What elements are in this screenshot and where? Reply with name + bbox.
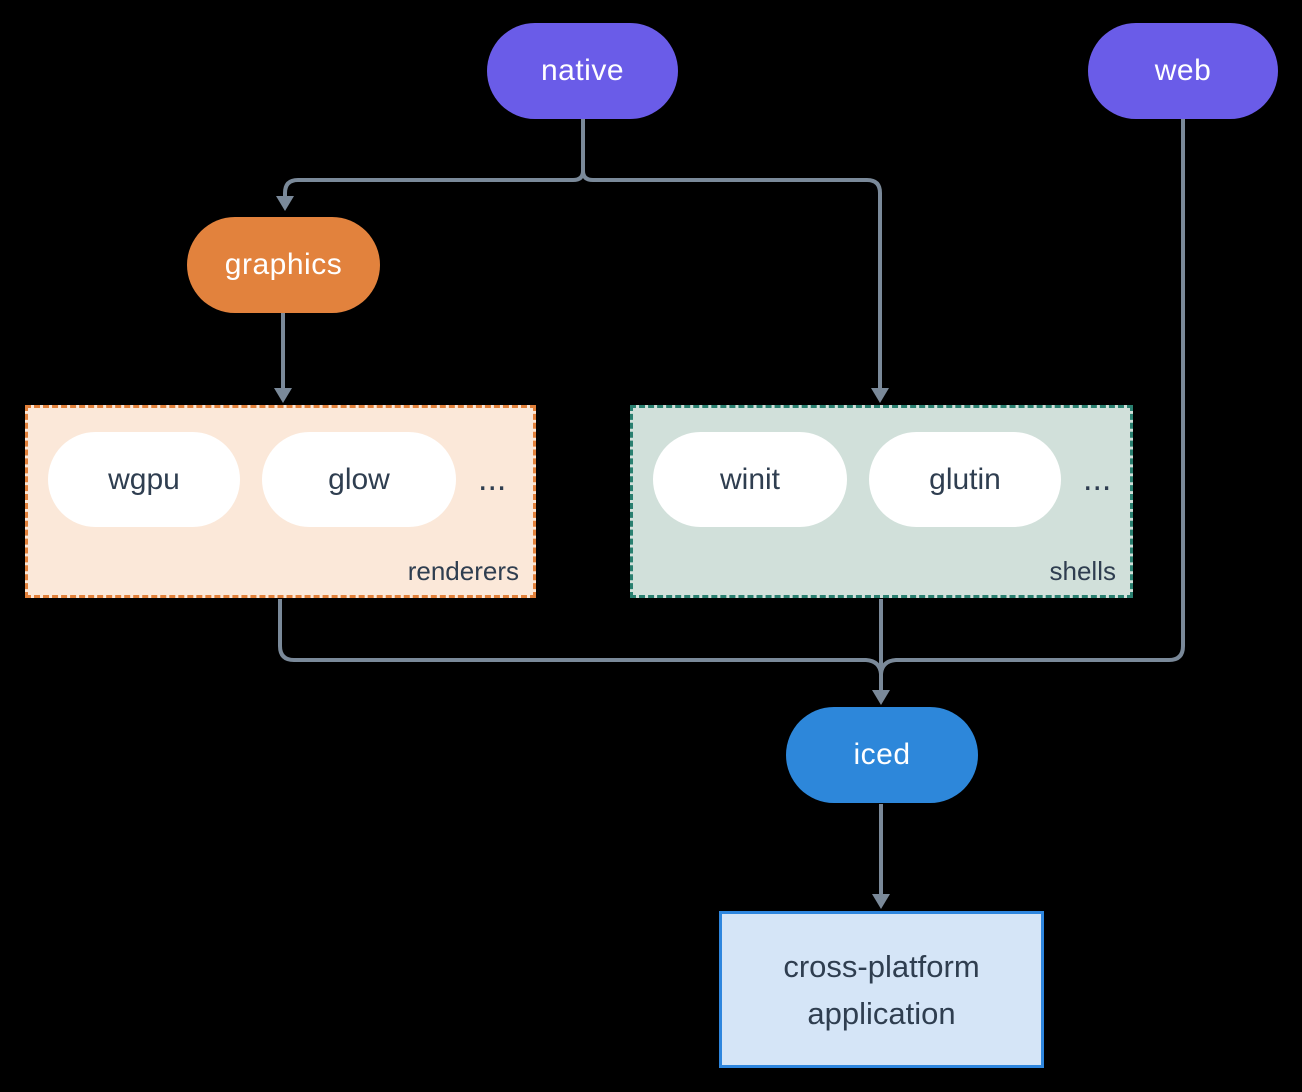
edge-native-fork-left (283, 118, 585, 197)
node-glow: glow (262, 432, 456, 527)
renderers-group-label: renderers (407, 556, 519, 586)
node-graphics-label: graphics (224, 248, 343, 281)
node-web: web (1088, 23, 1278, 119)
node-web-label: web (1154, 54, 1212, 87)
node-wgpu-label: wgpu (108, 462, 180, 496)
node-winit-label: winit (719, 462, 780, 496)
node-glutin: glutin (869, 432, 1061, 527)
edge-native-fork-right (581, 170, 882, 389)
arrowhead-icon (276, 196, 294, 211)
node-glutin-label: glutin (929, 462, 1001, 496)
shells-group-label: shells (1049, 556, 1116, 586)
group-renderers: wgpu glow ... renderers (25, 405, 536, 598)
node-graphics: graphics (187, 217, 380, 313)
edge-web-iced (879, 119, 1185, 675)
shells-ellipsis: ... (1083, 460, 1112, 498)
renderers-ellipsis: ... (478, 460, 507, 498)
node-wgpu: wgpu (48, 432, 240, 527)
node-native-label: native (540, 54, 625, 87)
node-iced-label: iced (853, 738, 911, 771)
node-glow-label: glow (328, 462, 390, 496)
node-winit: winit (653, 432, 847, 527)
edge-renderers-iced (278, 599, 883, 675)
arrowhead-icon (872, 894, 890, 909)
arrowhead-icon (274, 388, 292, 403)
group-shells: winit glutin ... shells (630, 405, 1133, 598)
node-native: native (487, 23, 678, 119)
node-application-label-line2: application (807, 995, 956, 1031)
node-application: cross-platform application (719, 911, 1044, 1068)
node-iced: iced (786, 707, 978, 803)
arrowhead-icon (871, 388, 889, 403)
arrowhead-icon (872, 690, 890, 705)
node-application-label-line1: cross-platform (783, 948, 980, 984)
